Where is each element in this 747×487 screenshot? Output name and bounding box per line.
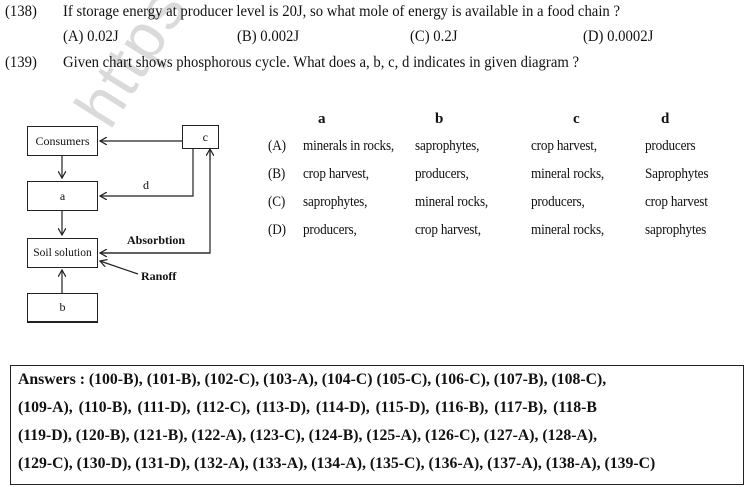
answer-line-3: (119-D), (120-B), (121-B), (122-A), (123… [18,427,598,444]
q138-number: (138) [5,3,37,20]
cell-b: crop harvest, [415,222,481,238]
cell-b: producers, [415,166,469,182]
absorption-label: Absorbtion [127,233,186,247]
d-label: d [143,178,149,192]
row-option: (C) [268,194,286,210]
cell-b: saprophytes, [415,138,480,154]
cell-c: crop harvest, [531,138,597,154]
col-header-c: c [573,111,580,127]
q139-text: Given chart shows phosphorous cycle. Wha… [63,54,580,71]
diagram-arrows [0,0,260,293]
q138-text: If storage energy at producer level is 2… [63,3,621,20]
row-option: (B) [268,166,286,182]
cell-d: producers [645,138,696,154]
col-header-a: a [318,111,326,127]
b-box: b [27,293,98,323]
cell-a: minerals in rocks, [303,138,395,154]
answer-line-4: (129-C), (130-D), (131-D), (132-A), (133… [18,455,656,472]
cell-d: saprophytes [645,222,707,238]
consumers-box: Consumers [27,126,98,156]
col-header-d: d [661,111,670,127]
q138-option-a: (A) 0.02J [63,28,119,45]
row-option: (D) [268,222,286,238]
answer-line-2: (109-A), (110-B), (111-D), (112-C), (113… [18,399,597,416]
q138-option-d: (D) 0.0002J [583,28,654,45]
q138-option-c: (C) 0.2J [410,28,458,45]
runoff-label: Ranoff [141,269,177,283]
cell-a: producers, [303,222,357,238]
cell-c: producers, [531,194,585,210]
soil-solution-box: Soil solution [27,238,98,268]
cell-d: crop harvest [645,194,708,210]
a-box: a [27,181,98,211]
row-option: (A) [268,138,286,154]
q138-option-b: (B) 0.002J [237,28,300,45]
c-box: c [182,125,219,149]
answer-line-1: Answers : (100-B), (101-B), (102-C), (10… [18,371,607,388]
cell-a: saprophytes, [303,194,368,210]
cell-d: Saprophytes [645,166,709,182]
answer-key-box: Answers : (100-B), (101-B), (102-C), (10… [10,365,744,485]
cell-c: mineral rocks, [531,166,605,182]
col-header-b: b [435,111,444,127]
cell-b: mineral rocks, [415,194,489,210]
q139-number: (139) [5,54,37,71]
cell-c: mineral rocks, [531,222,605,238]
cell-a: crop harvest, [303,166,369,182]
